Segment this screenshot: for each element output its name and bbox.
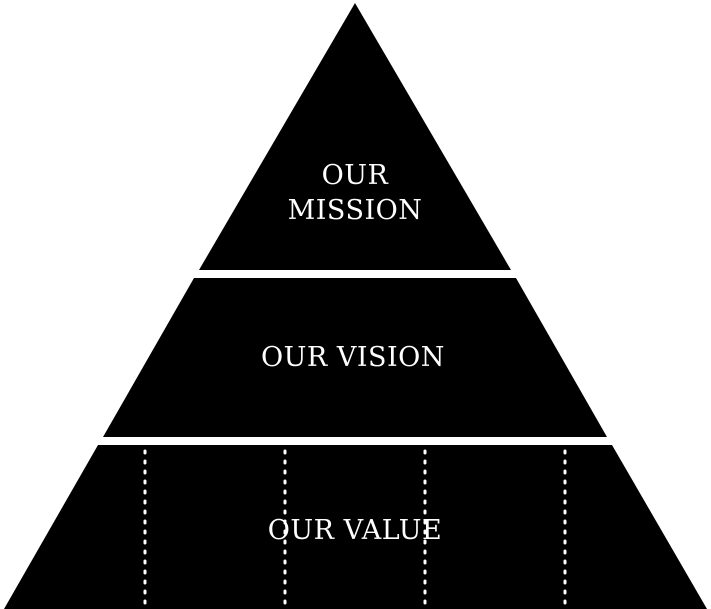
- tier-vision: OUR VISION: [103, 278, 607, 437]
- tier-value: OUR VALUE: [4, 445, 707, 609]
- tier-mission: OUR MISSION: [199, 3, 511, 270]
- tier-mission-label-line-2: MISSION: [288, 195, 423, 226]
- tier-mission-shape: [199, 3, 511, 270]
- tier-value-shape: [4, 445, 707, 609]
- tier-vision-label: OUR VISION: [261, 342, 445, 373]
- tier-vision-shape: [103, 278, 607, 437]
- tier-value-label: OUR VALUE: [268, 515, 442, 546]
- tier-mission-label-line-1: OUR: [322, 160, 389, 191]
